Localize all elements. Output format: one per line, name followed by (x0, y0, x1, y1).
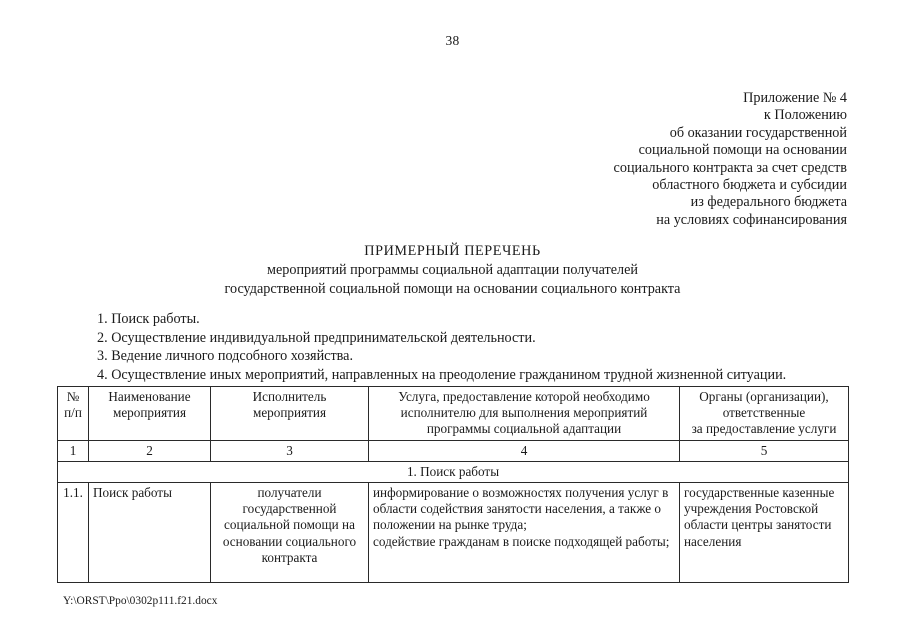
page-title: ПРИМЕРНЫЙ ПЕРЕЧЕНЬ (364, 243, 541, 259)
footer-file-path: Y:\ORST\Ppo\0302p111.f21.docx (63, 595, 218, 607)
header-text-line: мероприятия (252, 405, 327, 421)
table-header-row: № п/п Наименование мероприятия Исполните… (57, 386, 849, 441)
header-text-line: программы социальной адаптации (426, 421, 622, 437)
table-header-cell-executor: Исполнитель мероприятия (210, 386, 369, 441)
row-organization-cell: государственные казенные учреждения Рост… (679, 482, 849, 584)
addressee-line-1: Приложение № 4 (743, 90, 847, 106)
table-row: 1.1. Поиск работы получатели государстве… (57, 482, 849, 584)
measures-list: 1. Поиск работы. 2. Осуществление индиви… (97, 310, 857, 384)
measures-table-wrapper: № п/п Наименование мероприятия Исполните… (57, 386, 849, 584)
title-subtitle-line-1: мероприятий программы социальной адаптац… (266, 262, 638, 278)
column-number: 3 (210, 439, 369, 462)
row-service-cell: информирование о возможностях получения … (368, 482, 680, 584)
row-number-cell: 1.1. (57, 482, 89, 584)
header-text-line: исполнителю для выполнения мероприятий (400, 405, 648, 421)
table-header-cell-number: № п/п (57, 386, 89, 441)
table-header-cell-service: Услуга, предоставление которой необходим… (368, 386, 680, 441)
document-title-block: ПРИМЕРНЫЙ ПЕРЕЧЕНЬ мероприятий программы… (0, 242, 905, 299)
header-text-line: п/п (64, 405, 82, 421)
column-number: 1 (57, 439, 89, 462)
list-item: 1. Поиск работы. (97, 311, 200, 327)
table-column-number-row: 1 2 3 4 5 (57, 439, 849, 462)
addressee-line-8: на условиях софинансирования (656, 211, 847, 228)
section-row-label: 1. Поиск работы (57, 460, 849, 484)
list-item: 3. Ведение личного подсобного хозяйства. (97, 348, 354, 365)
addressee-line-7: из федерального бюджета (690, 194, 847, 211)
column-number: 4 (368, 439, 680, 462)
addressee-line-3: об оказании государственной (669, 124, 847, 141)
addressee-block: Приложение № 4 к Положению об оказании г… (517, 90, 847, 229)
addressee-line-6: областного бюджета и субсидии (652, 177, 847, 194)
addressee-line-2: к Положению (763, 107, 847, 124)
page-number: 38 (445, 33, 460, 48)
measures-table: № п/п Наименование мероприятия Исполните… (57, 386, 849, 584)
header-text-line: ответственные (722, 405, 806, 421)
addressee-line-5: социального контракта за счет средств (613, 159, 847, 176)
table-header-cell-organization: Органы (организации), ответственные за п… (679, 386, 849, 441)
header-text-line: Услуга, предоставление которой необходим… (398, 389, 650, 404)
table-section-row: 1. Поиск работы (57, 460, 849, 484)
list-item: 4. Осуществление иных мероприятий, напра… (97, 366, 787, 383)
table-header-cell-name: Наименование мероприятия (88, 386, 211, 441)
column-number: 5 (679, 439, 849, 462)
row-executor-cell: получатели государственной социальной по… (210, 482, 369, 584)
header-text-line: за предоставление услуги (691, 421, 837, 437)
title-subtitle-line-2: государственной социальной помощи на осн… (224, 281, 681, 297)
row-name-cell: Поиск работы (88, 482, 211, 584)
header-text-line: Органы (организации), (699, 389, 829, 404)
header-text-line: № (66, 389, 80, 404)
header-text-line: Исполнитель (252, 389, 327, 404)
column-number: 2 (88, 439, 211, 462)
list-item: 2. Осуществление индивидуальной предприн… (97, 329, 536, 346)
header-text-line: Наименование (108, 389, 191, 404)
addressee-line-4: социальной помощи на основании (638, 142, 847, 159)
header-text-line: мероприятия (112, 405, 187, 421)
